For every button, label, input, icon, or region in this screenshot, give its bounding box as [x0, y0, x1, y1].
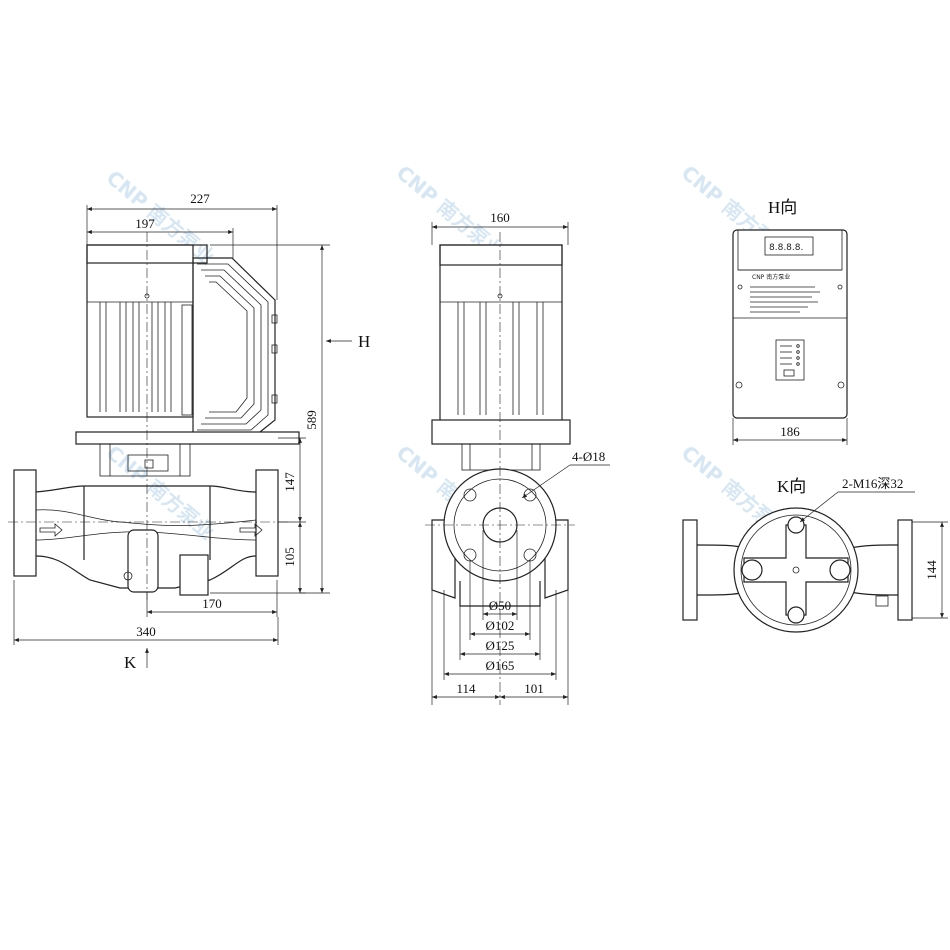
front-view: 227 197 589 147 105 [8, 191, 370, 672]
view-arrow-h-label: H [358, 332, 370, 351]
dim-dn50-label: Ø50 [489, 598, 511, 613]
dim-thread-label: 2-M16深32 [842, 476, 903, 491]
dim-101-label: 101 [524, 681, 544, 696]
dim-dn125-label: Ø125 [486, 638, 515, 653]
coupling-guard [99, 443, 191, 477]
dim-340: 340 [13, 580, 279, 645]
k-view-body [682, 507, 913, 633]
dim-589: 589 [210, 244, 330, 594]
dim-dn102-label: Ø102 [486, 618, 515, 633]
display-digits: 8.8.8.8. [769, 243, 803, 253]
dim-170-label: 170 [202, 596, 222, 611]
dim-thread: 2-M16深32 [799, 476, 915, 523]
dim-227-label: 227 [190, 191, 210, 206]
dim-holes-label: 4-Ø18 [572, 449, 605, 464]
dim-114-label: 114 [456, 681, 476, 696]
dim-holes: 4-Ø18 [521, 449, 610, 499]
dim-147-label: 147 [282, 472, 297, 492]
motor-housing [86, 244, 194, 418]
dim-186: 186 [732, 418, 848, 445]
warning-text-lines [750, 286, 820, 313]
side-mounting-plate [431, 419, 571, 445]
mounting-plate [75, 431, 300, 445]
brand-label: CNP 南方泵业 [752, 273, 790, 281]
indicator-leds [775, 339, 805, 381]
dim-105-label: 105 [282, 547, 297, 567]
watermark: CNP 南方泵业 [102, 440, 219, 544]
k-view: K向 2-M16深32 144 [682, 476, 948, 633]
side-motor-fins [457, 302, 544, 415]
motor-fins [99, 302, 193, 416]
side-motor-housing [439, 244, 563, 436]
dim-197: 197 [87, 216, 234, 258]
dim-160-label: 160 [490, 210, 510, 225]
dim-144-label: 144 [924, 560, 939, 580]
control-box-side [192, 257, 278, 437]
dim-114-101: 114 101 [431, 590, 569, 705]
view-arrow-k-label: K [124, 653, 137, 672]
dim-227: 227 [86, 191, 278, 300]
h-view-title: H向 [768, 198, 797, 217]
dim-diameters: Ø50 Ø102 Ø125 Ø165 [443, 530, 557, 680]
view-arrow-h: H [326, 332, 370, 351]
display-window [764, 236, 814, 256]
dim-340-label: 340 [136, 624, 156, 639]
dim-160: 160 [431, 210, 569, 245]
dim-170: 170 [146, 580, 278, 617]
dim-589-label: 589 [304, 410, 319, 430]
dim-144: 144 [912, 521, 948, 619]
k-view-title: K向 [777, 477, 806, 496]
side-view: 160 4-Ø18 Ø50 Ø102 Ø125 Ø165 [425, 210, 610, 705]
h-view: H向 8.8.8.8. CNP 南方泵业 [732, 198, 848, 445]
control-panel [732, 229, 848, 419]
pump-body-front [13, 469, 279, 596]
dim-186-label: 186 [780, 424, 800, 439]
dim-147-105: 147 105 [210, 437, 306, 594]
dim-dn165-label: Ø165 [486, 658, 515, 673]
dim-197-label: 197 [135, 216, 155, 231]
view-arrow-k: K [124, 648, 149, 672]
